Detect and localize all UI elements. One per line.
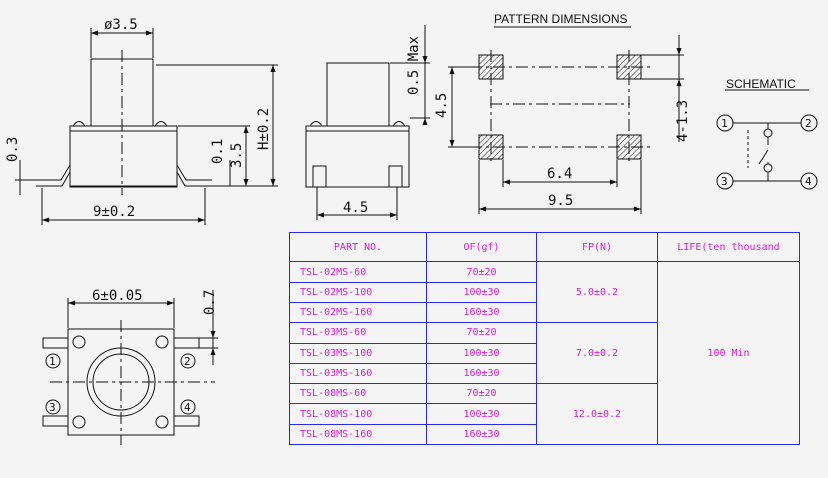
of-cell: 100±30 [426,342,537,364]
of-cell: 160±30 [426,362,537,385]
of-cell: 160±30 [426,301,537,324]
pattern-view [448,26,684,214]
part-no-cell: TSL-03MS-100 [289,342,427,364]
of-cell: 160±30 [426,423,537,446]
schematic-title: SCHEMATIC [726,77,796,91]
table-row: TSL-03MS-100 100±30 [289,342,800,364]
table-row: TSL-08MS-60 70±20 12.0±0.2 [289,383,800,445]
dimension-arrows [42,30,682,355]
front-view [15,28,278,225]
part-no-cell: TSL-08MS-60 [289,383,427,405]
of-cell: 70±20 [426,383,537,405]
part-no-cell: TSL-08MS-160 [289,423,427,446]
schematic-pin-2: 2 [805,117,812,130]
of-cell: 100±30 [426,403,537,425]
of-cell: 70±20 [426,322,537,344]
table-row: TSL-02MS-100 100±30 [289,281,800,303]
dim-pattern-9-5: 9.5 [548,193,573,209]
table-row: TSL-03MS-160 160±30 [289,362,800,385]
dim-side-4-5: 4.5 [343,200,368,216]
bottom-pin-2: 2 [184,355,191,368]
bottom-pin-3: 3 [49,401,56,414]
life-cell: 100 Min [657,261,800,445]
dim-pattern-4-5: 4.5 [434,93,450,118]
part-no-cell: TSL-08MS-100 [289,403,427,425]
dim-pattern-6-4: 6.4 [547,166,572,182]
bottom-pin-1: 1 [49,355,56,368]
fp-cell: 12.0±0.2 [536,383,658,445]
schematic-pin-3: 3 [721,175,728,188]
header-part-no: PART NO. [289,231,427,263]
schematic-diagram [716,89,818,190]
part-no-cell: TSL-02MS-160 [289,301,427,324]
dim-height: H±0.2 [256,108,272,150]
dim-3-5: 3.5 [229,143,245,168]
part-no-cell: TSL-03MS-60 [289,322,427,344]
bottom-pin-4: 4 [184,401,191,414]
part-no-cell: TSL-02MS-60 [289,261,427,283]
schematic-pin-1: 1 [721,117,728,130]
table-row: TSL-08MS-160 160±30 [289,423,800,446]
dim-0-1: 0.1 [210,139,226,164]
spec-table: PART NO. OF(gf) FP(N) LIFE(ten thousand … [289,231,800,446]
dim-9: 9±0.2 [93,204,135,220]
dim-top-0-7: 0.7 [202,290,218,315]
header-fp: FP(N) [536,231,658,263]
of-cell: 100±30 [426,281,537,303]
table-header-row: PART NO. OF(gf) FP(N) LIFE(ten thousand [289,231,800,263]
part-no-cell: TSL-02MS-100 [289,281,427,303]
dim-0-5-max: 0.5 Max [406,36,422,95]
header-life: LIFE(ten thousand [657,231,800,263]
header-of: OF(gf) [426,231,537,263]
part-no-cell: TSL-03MS-160 [289,362,427,385]
pattern-title: PATTERN DIMENSIONS [494,12,628,26]
bottom-view [42,290,218,445]
dim-top-6: 6±0.05 [92,288,143,304]
dim-pattern-4-1-3: 4-1.3 [675,100,691,142]
dim-diameter: ø3.5 [104,17,138,33]
of-cell: 70±20 [426,261,537,283]
fp-cell: 5.0±0.2 [536,261,658,324]
table-row: TSL-02MS-60 70±20 5.0±0.2 100 Min [289,261,800,445]
table-row: TSL-02MS-160 160±30 [289,301,800,324]
dim-0-3: 0.3 [5,137,21,162]
schematic-pin-4: 4 [805,175,812,188]
side-view [305,25,430,220]
fp-cell: 7.0±0.2 [536,322,658,385]
